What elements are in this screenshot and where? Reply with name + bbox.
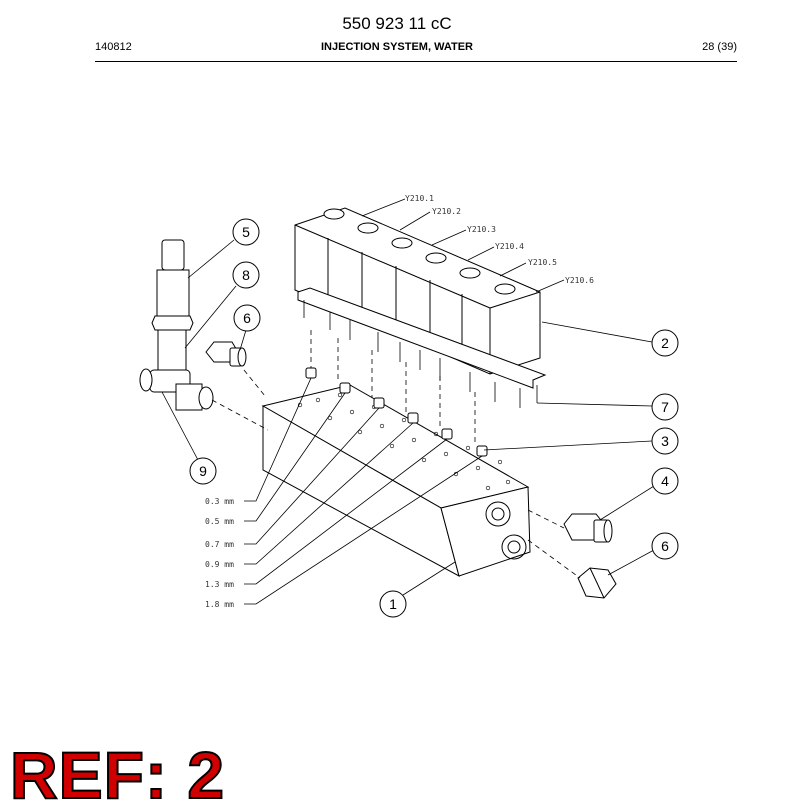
assembly-dashed-lines bbox=[211, 330, 581, 579]
valve-labels: Y210.1 Y210.2 Y210.3 Y210.4 Y210.5 Y210.… bbox=[405, 194, 594, 285]
balloon-item: 2 bbox=[651, 329, 679, 357]
balloon-item: 8 bbox=[232, 261, 260, 289]
manifold-block bbox=[261, 384, 531, 577]
svg-text:8: 8 bbox=[242, 267, 250, 283]
balloon-item: 3 bbox=[651, 427, 679, 455]
balloon-item: 9 bbox=[189, 457, 217, 485]
svg-text:3: 3 bbox=[661, 433, 669, 449]
nozzle-size-label: 1.3 mm bbox=[205, 580, 234, 589]
balloon-item: 7 bbox=[651, 393, 679, 421]
leader-lines bbox=[161, 198, 655, 605]
solenoid-valve-bank bbox=[294, 207, 547, 408]
balloon-item: 6 bbox=[233, 304, 261, 332]
nozzle-size-label: 0.9 mm bbox=[205, 560, 234, 569]
nozzle-size-label: 0.7 mm bbox=[205, 540, 234, 549]
svg-text:7: 7 bbox=[661, 399, 669, 415]
valve-label: Y210.2 bbox=[432, 207, 461, 216]
svg-text:6: 6 bbox=[243, 310, 251, 326]
date-code: 140812 bbox=[95, 41, 132, 53]
valve-label: Y210.3 bbox=[467, 225, 496, 234]
reference-callout: REF: 2 bbox=[9, 738, 226, 812]
valve-label: Y210.1 bbox=[405, 194, 434, 203]
nozzle-size-label: 1.8 mm bbox=[205, 600, 234, 609]
section-title: INJECTION SYSTEM, WATER bbox=[321, 41, 473, 53]
balloon-item: 6 bbox=[651, 532, 679, 560]
nozzle-size-label: 0.5 mm bbox=[205, 517, 234, 526]
pressure-switch-assembly bbox=[139, 239, 214, 411]
svg-text:5: 5 bbox=[242, 224, 250, 240]
nozzle-size-labels: 0.3 mm 0.5 mm 0.7 mm 0.9 mm 1.3 mm 1.8 m… bbox=[205, 497, 234, 609]
adapter-fitting-right bbox=[563, 513, 613, 543]
valve-label: Y210.6 bbox=[565, 276, 594, 285]
svg-text:1: 1 bbox=[389, 596, 397, 612]
adapter-fitting-upper bbox=[205, 341, 247, 367]
valve-label: Y210.5 bbox=[528, 258, 557, 267]
page-number: 28 (39) bbox=[702, 41, 737, 53]
plug-fitting-right bbox=[577, 567, 617, 599]
svg-text:2: 2 bbox=[661, 335, 669, 351]
svg-text:4: 4 bbox=[661, 473, 669, 489]
document-number: 550 923 11 cC bbox=[342, 14, 452, 33]
svg-text:6: 6 bbox=[661, 538, 669, 554]
item-balloons: 5 8 6 9 2 7 3 4 6 1 bbox=[189, 218, 679, 618]
valve-label: Y210.4 bbox=[495, 242, 524, 251]
balloon-item: 4 bbox=[651, 467, 679, 495]
header-rule bbox=[95, 61, 737, 62]
balloon-item: 5 bbox=[232, 218, 260, 246]
nozzle-size-label: 0.3 mm bbox=[205, 497, 234, 506]
svg-text:9: 9 bbox=[199, 463, 207, 479]
nozzle-inserts bbox=[305, 367, 488, 457]
balloon-item: 1 bbox=[379, 590, 407, 618]
